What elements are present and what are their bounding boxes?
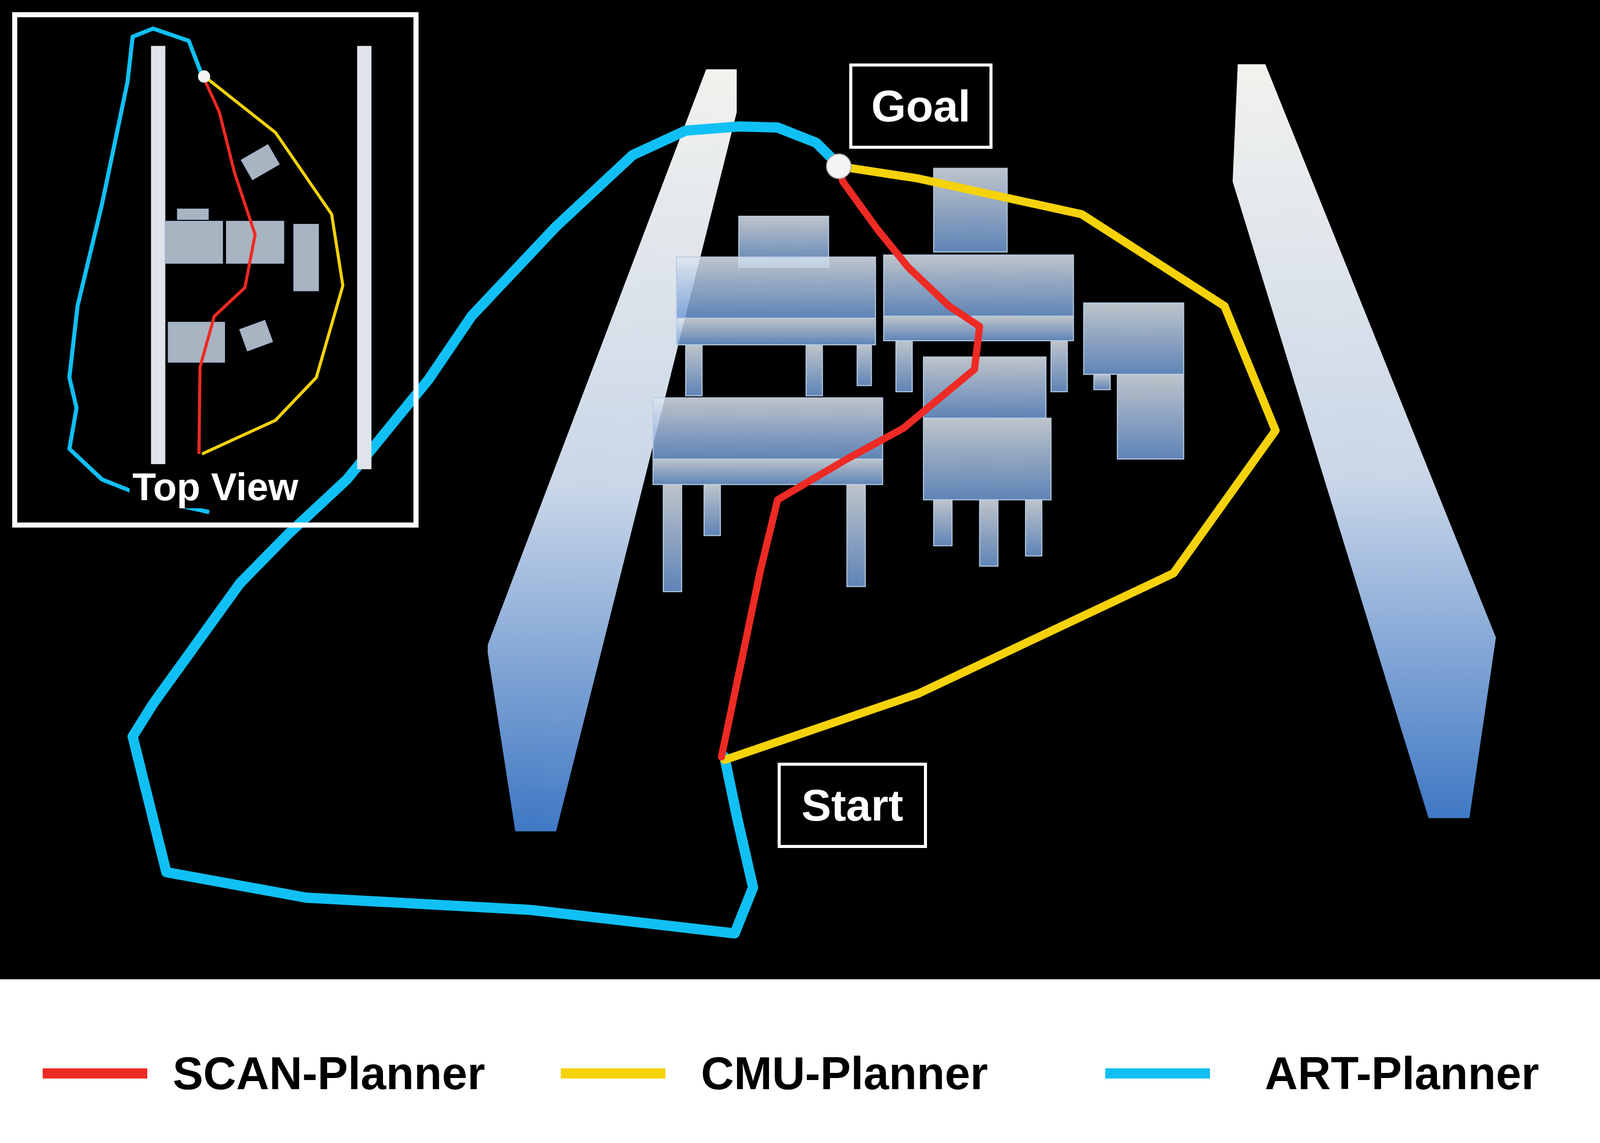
legend-label: SCAN-Planner: [172, 1048, 486, 1100]
legend-swatch: [42, 1068, 148, 1079]
top-view-illustration: [69, 28, 372, 512]
top-view-panel: Top View: [12, 12, 419, 528]
scene-background: [0, 0, 1600, 980]
cmu-planner-path: [724, 166, 1276, 760]
legend-swatch: [560, 1068, 666, 1079]
legend-swatch: [1105, 1068, 1210, 1079]
point-label: Goal: [871, 81, 971, 132]
goal-label-box: Goal: [849, 63, 993, 149]
legend-label: CMU-Planner: [700, 1048, 988, 1100]
scan-planner-path: [721, 166, 980, 757]
art-planner-path: [132, 126, 839, 934]
panel-title: Top View: [129, 465, 302, 509]
start-label-box: Start: [777, 762, 927, 849]
legend-label: ART-Planner: [1264, 1048, 1540, 1100]
goal-sphere: [826, 153, 851, 179]
point-label: Start: [801, 781, 904, 831]
